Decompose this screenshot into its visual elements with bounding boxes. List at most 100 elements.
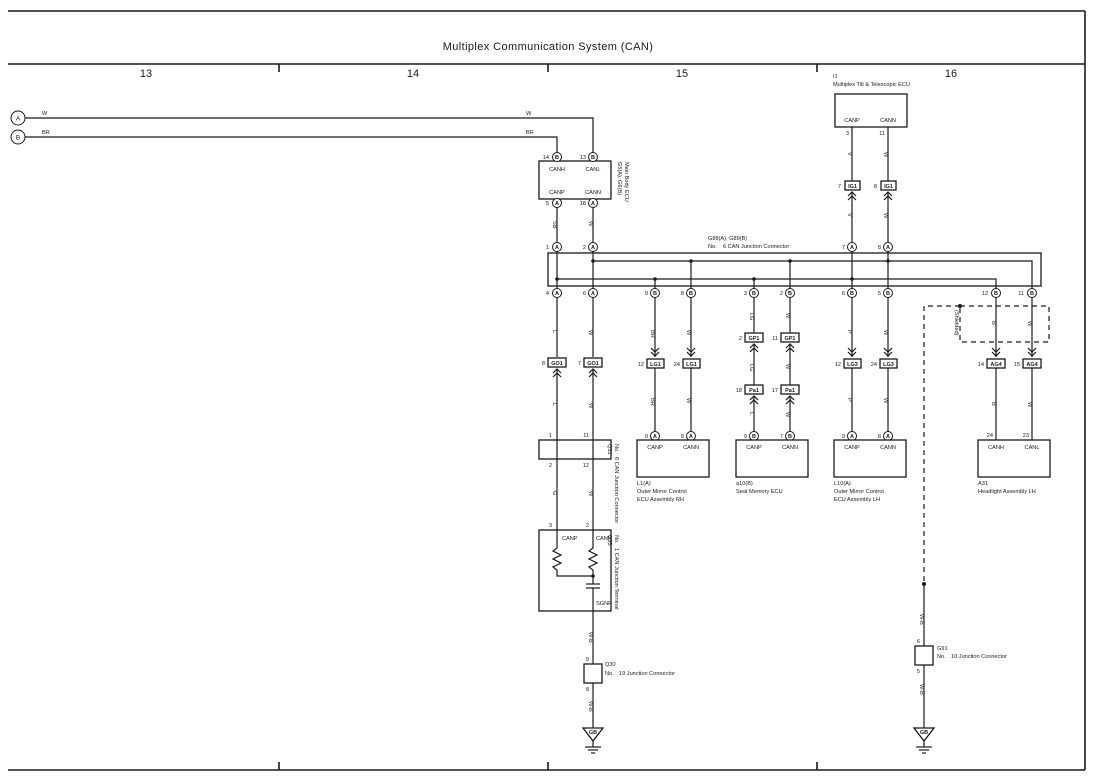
svg-text:ECU Assembly LH: ECU Assembly LH [834, 497, 880, 503]
svg-text:12: 12 [583, 463, 589, 469]
svg-text:9: 9 [645, 434, 648, 440]
svg-text:7: 7 [578, 361, 581, 367]
svg-text:No.: No. [708, 244, 717, 250]
column-label: 16 [945, 68, 957, 80]
svg-text:5: 5 [546, 201, 549, 207]
svg-text:Main Body ECU: Main Body ECU [623, 162, 629, 202]
wire-color-label: BR [42, 130, 50, 136]
svg-text:CANN: CANN [782, 445, 798, 451]
column-label: 15 [676, 68, 688, 80]
svg-text:L: L [551, 403, 557, 406]
svg-text:CANP: CANP [746, 445, 762, 451]
svg-text:11: 11 [772, 336, 778, 342]
wire-b [25, 136, 558, 152]
svg-text:I1: I1 [833, 74, 838, 80]
svg-text:A: A [850, 434, 854, 440]
svg-text:A31: A31 [978, 481, 988, 487]
svg-text:23: 23 [1023, 433, 1029, 439]
svg-text:9: 9 [586, 657, 589, 663]
headlight-assembly-lh: B W (Shielded) AG4 AG4 14 15 B W 24 23 C… [953, 297, 1051, 495]
svg-text:LG3: LG3 [883, 362, 894, 368]
svg-text:Pa1: Pa1 [785, 388, 795, 394]
svg-text:P: P [846, 330, 852, 334]
svg-text:W: W [882, 330, 888, 336]
svg-text:CANP: CANP [562, 536, 578, 542]
svg-text:B: B [788, 291, 792, 297]
svg-text:B: B [850, 291, 854, 297]
svg-text:24: 24 [871, 362, 877, 368]
svg-text:A: A [591, 291, 595, 297]
svg-text:CANN: CANN [585, 190, 601, 196]
svg-text:LG3: LG3 [847, 362, 858, 368]
svg-text:5: 5 [917, 669, 920, 675]
svg-text:CANN: CANN [683, 445, 699, 451]
svg-text:B: B [886, 291, 890, 297]
svg-text:24: 24 [674, 362, 680, 368]
svg-text:GO1: GO1 [551, 361, 563, 367]
mirror-ecu-rh: BR W LG1 LG1 12 24 BR W A A 9 8 CANP CAN… [636, 297, 710, 503]
wire-color-label: W [882, 213, 888, 219]
svg-text:B: B [990, 402, 996, 406]
svg-text:CANN: CANN [880, 118, 896, 124]
svg-text:9: 9 [744, 434, 747, 440]
svg-text:B: B [1030, 291, 1034, 297]
svg-text:12: 12 [638, 362, 644, 368]
svg-text:B: B [752, 434, 756, 440]
wire-a [25, 117, 594, 152]
svg-text:CANP: CANP [844, 445, 860, 451]
svg-text:W: W [587, 403, 593, 409]
svg-text:L: L [551, 330, 557, 333]
svg-text:CANH: CANH [549, 167, 565, 173]
svg-text:3: 3 [846, 131, 849, 137]
seat-memory-ecu: LG W GP1 GP1 2 11 LG W Pa1 Pa1 18 17 L W… [735, 297, 809, 495]
svg-text:No.: No. [613, 444, 619, 453]
svg-text:13: 13 [580, 155, 586, 161]
svg-text:B: B [990, 321, 996, 325]
connector-ig1: IG1 IG1 7 8 [838, 180, 897, 201]
svg-text:B: B [752, 291, 756, 297]
svg-text:A: A [555, 201, 559, 207]
svg-text:18: 18 [580, 201, 586, 207]
svg-text:A: A [591, 245, 595, 251]
svg-text:4: 4 [546, 291, 549, 297]
svg-text:AG4: AG4 [1026, 362, 1038, 368]
svg-text:BR: BR [649, 330, 655, 338]
column-ticks [278, 64, 818, 770]
g91-junction-ground: W-B 6 5 G91 No. 10 Junction Connector W-… [912, 304, 1007, 754]
svg-text:6 CAN Junction Connector: 6 CAN Junction Connector [613, 457, 619, 523]
svg-text:8: 8 [681, 291, 684, 297]
svg-text:B: B [591, 155, 595, 161]
svg-text:A: A [886, 434, 890, 440]
svg-text:Outer Mirror Control: Outer Mirror Control [637, 489, 687, 495]
svg-text:CANL: CANL [586, 167, 601, 173]
svg-text:W: W [882, 398, 888, 404]
svg-text:2: 2 [739, 336, 742, 342]
svg-text:GB: GB [589, 730, 597, 736]
diagram-title: Multiplex Communication System (CAN) [443, 41, 654, 53]
svg-text:5: 5 [878, 291, 881, 297]
svg-text:a10(B): a10(B) [736, 481, 753, 487]
wire-color-label: SB [551, 221, 557, 229]
svg-text:W-B: W-B [587, 632, 593, 643]
column-label: 13 [140, 68, 152, 80]
svg-text:3: 3 [549, 523, 552, 529]
svg-text:LG: LG [748, 364, 754, 371]
svg-text:Seat Memory ECU: Seat Memory ECU [736, 489, 783, 495]
svg-text:1: 1 [549, 433, 552, 439]
svg-text:CANP: CANP [844, 118, 860, 124]
wire-color-label: W [526, 111, 532, 117]
svg-text:No.: No. [605, 671, 614, 677]
svg-text:No.: No. [613, 535, 619, 544]
svg-text:B: B [16, 135, 20, 142]
svg-text:10 Junction Connector: 10 Junction Connector [951, 654, 1007, 660]
svg-text:8: 8 [878, 434, 881, 440]
svg-text:8: 8 [586, 687, 589, 693]
svg-text:CANN: CANN [880, 445, 896, 451]
svg-text:GP1: GP1 [748, 336, 759, 342]
svg-text:2: 2 [586, 523, 589, 529]
svg-text:14: 14 [978, 362, 984, 368]
svg-text:IG1: IG1 [884, 184, 893, 190]
svg-text:19 Junction Connector: 19 Junction Connector [619, 671, 675, 677]
svg-text:24: 24 [987, 433, 993, 439]
svg-text:G88(A), G89(B): G88(A), G89(B) [708, 236, 747, 242]
